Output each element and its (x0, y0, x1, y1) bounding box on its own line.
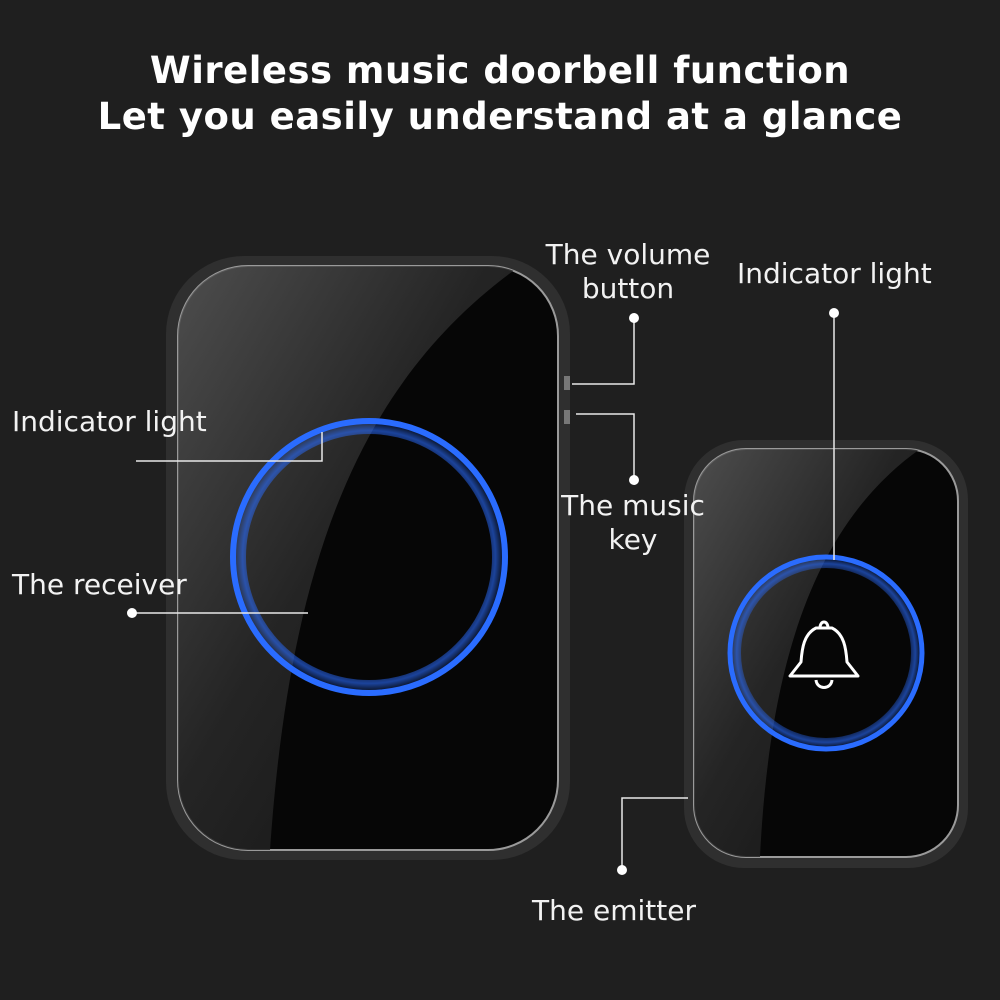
receiver-label: The receiver (12, 568, 187, 601)
volume-label-line-1: The volume (545, 238, 711, 271)
leader-dots (127, 308, 839, 875)
emitter-indicator-ring (727, 554, 925, 752)
bell-icon[interactable] (788, 620, 860, 689)
music-key-label: The music key (548, 489, 718, 557)
leader-lines (132, 313, 835, 870)
receiver-indicator-ring (230, 418, 508, 696)
volume-button-label: The volume button (538, 238, 718, 306)
page-title-line-2: Let you easily understand at a glance (97, 95, 903, 138)
emitter-label: The emitter (532, 894, 696, 927)
receiver-device (166, 256, 570, 860)
receiver-indicator-label: Indicator light (12, 405, 207, 438)
emitter-indicator-label: Indicator light (737, 257, 932, 290)
volume-label-line-2: button (581, 272, 675, 305)
page-title-line-1: Wireless music doorbell function (149, 49, 851, 92)
music-label-line-1: The music (561, 489, 705, 522)
emitter-device (684, 440, 968, 868)
music-label-line-2: key (608, 523, 658, 556)
